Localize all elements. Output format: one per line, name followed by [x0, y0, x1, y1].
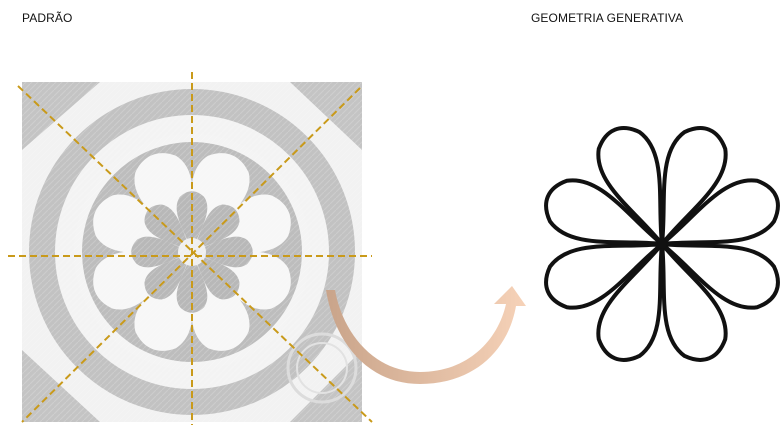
flower-center [657, 239, 667, 249]
